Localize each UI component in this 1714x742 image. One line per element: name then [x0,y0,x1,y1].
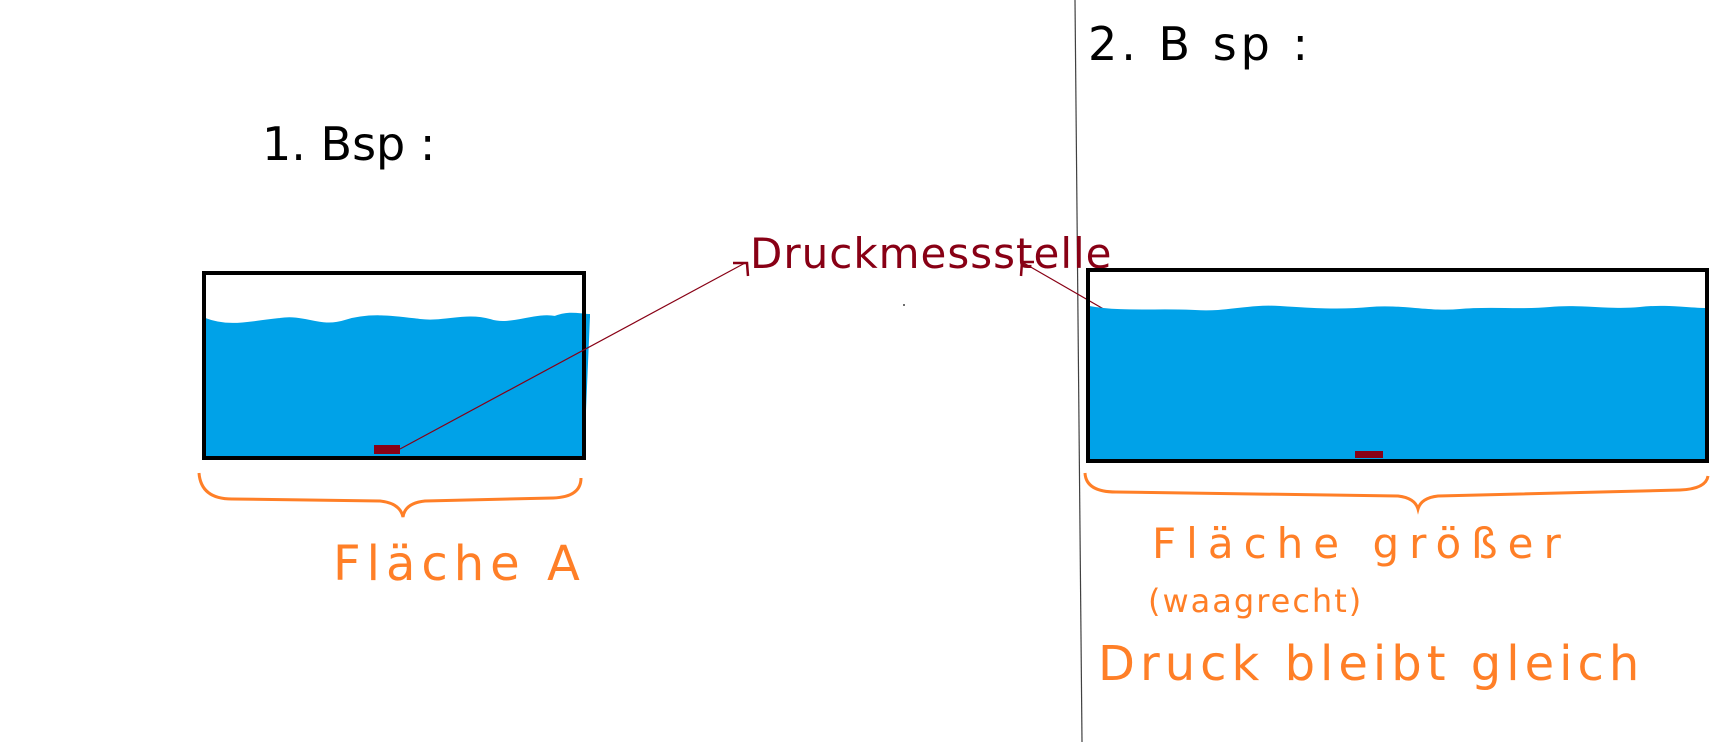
tank-1-area-brace [197,472,583,518]
tank-1-sensor [374,445,400,454]
divider-line [1074,0,1083,742]
pointer-arrowhead-2 [1019,260,1034,277]
example1-area-label: Fläche A [333,536,586,592]
example2-conclusion: Druck bleibt gleich [1098,636,1644,692]
tank-2 [1086,268,1709,463]
tank-1-water [205,314,590,458]
sensor-label: Druckmessstelle [750,229,1113,278]
tank-2-outline [1086,268,1709,463]
tank-1-water-surface [204,312,591,327]
example2-area-note: (waagrecht) [1148,582,1363,620]
tank-1 [202,271,591,460]
pointer-line-1 [399,262,746,450]
tank-2-area-brace [1083,472,1710,515]
tank-2-sensor [1355,451,1383,458]
pointer-arrowhead-1 [733,261,750,277]
tank-2-water [1089,307,1708,461]
example2-area-label: Fläche größer [1152,519,1571,568]
example1-heading: 1. Bsp : [262,117,435,171]
tank-1-outline [202,271,586,460]
tank-2-water-surface [1088,305,1709,315]
example2-heading: 2. B sp : [1088,17,1312,71]
stray-dot [903,304,905,306]
